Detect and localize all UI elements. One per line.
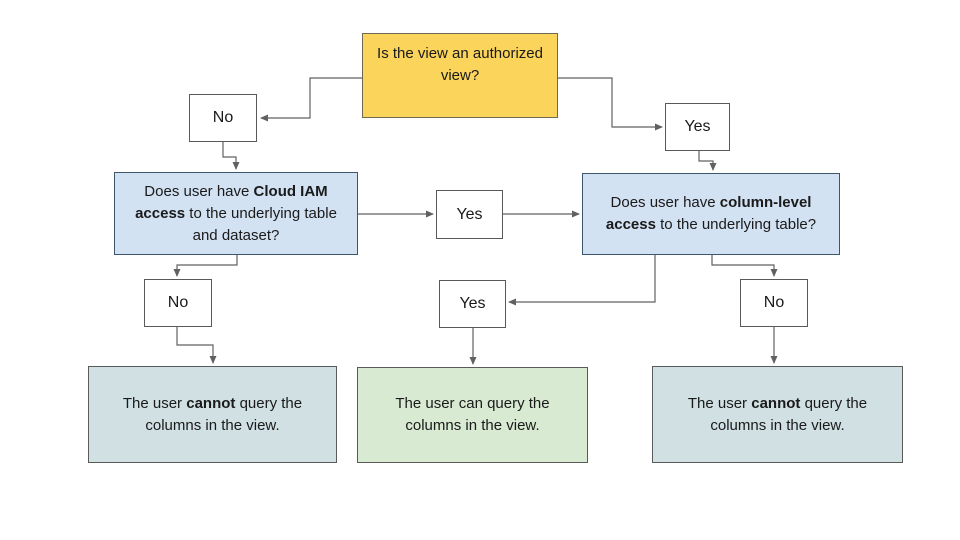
node-iam-question: Does user have Cloud IAM access to the u… bbox=[114, 172, 358, 255]
text-segment: Does user have bbox=[610, 194, 720, 211]
edge-col-question-to-no-right bbox=[711, 255, 778, 277]
text-segment: Does user have bbox=[144, 182, 254, 200]
result-right-text: The user cannot query the columns in the… bbox=[663, 393, 892, 437]
edge-iam-question-to-no-left bbox=[173, 255, 238, 277]
text-segment: to the underlying table? bbox=[655, 216, 817, 233]
text-segment-bold: cannot bbox=[751, 394, 801, 412]
node-result-middle: The user can query the columns in the vi… bbox=[357, 367, 588, 463]
text-segment: query the columns in the view. bbox=[710, 394, 868, 434]
yes-bottom-label: Yes bbox=[459, 295, 486, 312]
no-right-label: No bbox=[763, 294, 785, 311]
text-segment: The user bbox=[122, 394, 187, 412]
node-no-top: No bbox=[189, 94, 257, 142]
edge-no-left-to-result-left bbox=[176, 327, 217, 364]
col-question-text: Does user have column-level access to th… bbox=[589, 192, 833, 236]
text-segment: query the columns in the view. bbox=[145, 394, 303, 434]
text-segment: The user bbox=[687, 394, 752, 412]
node-result-right: The user cannot query the columns in the… bbox=[652, 366, 903, 463]
node-yes-mid: Yes bbox=[436, 190, 503, 239]
edge-no-top-to-iam-question bbox=[222, 142, 240, 170]
yes-mid-label: Yes bbox=[456, 205, 483, 223]
root-question-text: Is the view an authorized view? bbox=[377, 44, 543, 84]
node-col-question: Does user have column-level access to th… bbox=[582, 173, 840, 255]
node-yes-bottom: Yes bbox=[439, 280, 506, 328]
node-root-question: Is the view an authorized view? bbox=[362, 33, 558, 118]
edge-col-question-to-yes-bottom bbox=[508, 255, 656, 306]
text-segment: to the underlying table and dataset? bbox=[185, 204, 337, 244]
result-left-text: The user cannot query the columns in the… bbox=[99, 393, 326, 437]
no-top-label: No bbox=[212, 109, 234, 126]
iam-question-text: Does user have Cloud IAM access to the u… bbox=[121, 181, 351, 247]
node-result-left: The user cannot query the columns in the… bbox=[88, 366, 337, 463]
node-no-left: No bbox=[144, 279, 212, 327]
text-segment-bold: column-level access bbox=[605, 194, 812, 233]
text-segment-bold: cannot bbox=[186, 394, 236, 412]
edge-root-to-yes-top bbox=[558, 77, 663, 131]
edge-root-to-no-top bbox=[260, 77, 362, 122]
result-middle-text: The user can query the columns in the vi… bbox=[395, 395, 550, 434]
edge-yes-top-to-col-question bbox=[698, 151, 717, 171]
node-no-right: No bbox=[740, 279, 808, 327]
node-yes-top: Yes bbox=[665, 103, 730, 151]
yes-top-label: Yes bbox=[684, 118, 711, 135]
no-left-label: No bbox=[167, 294, 189, 311]
text-segment-bold: Cloud IAM access bbox=[135, 182, 328, 222]
